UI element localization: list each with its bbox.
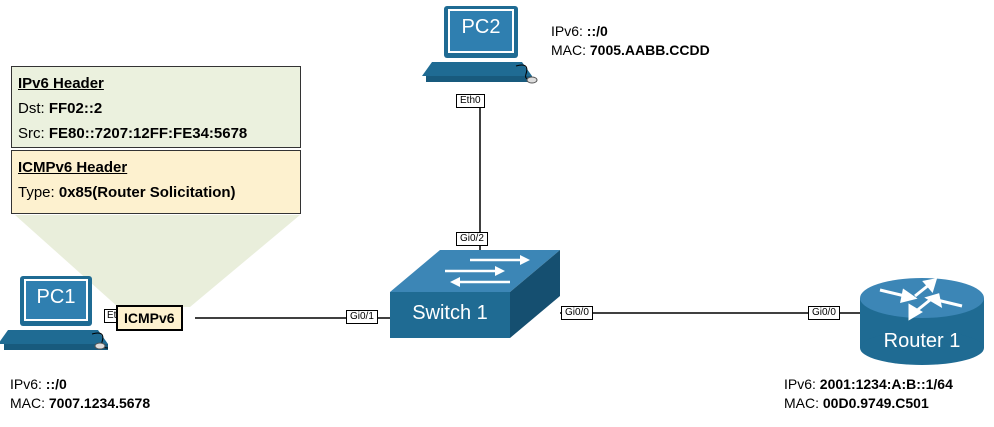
- pc2-info: IPv6: ::/0 MAC: 7005.AABB.CCDD: [551, 22, 710, 60]
- ipv6-dst-label: Dst:: [18, 100, 45, 117]
- pc2-ipv6-value: ::/0: [586, 23, 608, 39]
- switch-port-gi00: Gi0/0: [561, 306, 593, 320]
- router-ipv6-row: IPv6: 2001:1234:A:B::1/64: [784, 375, 953, 394]
- switch-port-gi01: Gi0/1: [346, 310, 378, 324]
- ipv6-header-title: IPv6 Header: [18, 75, 104, 92]
- callout-cone: [15, 215, 300, 307]
- switch-label[interactable]: Switch 1: [412, 302, 488, 324]
- pc1-label[interactable]: PC1: [36, 286, 76, 308]
- pc2-label[interactable]: PC2: [461, 16, 501, 38]
- router-info: IPv6: 2001:1234:A:B::1/64 MAC: 00D0.9749…: [784, 375, 953, 413]
- ipv6-src-row: Src: FE80::7207:12FF:FE34:5678: [18, 121, 294, 146]
- router-label[interactable]: Router 1: [883, 330, 961, 352]
- router-mac-row: MAC: 00D0.9749.C501: [784, 394, 953, 413]
- pc1-mac-row: MAC: 7007.1234.5678: [10, 394, 150, 413]
- pc1-icon: [0, 276, 109, 350]
- icmpv6-header-box: ICMPv6 Header Type: 0x85(Router Solicita…: [11, 150, 301, 214]
- ipv6-dst-value: FF02::2: [48, 100, 103, 117]
- icmpv6-header-title: ICMPv6 Header: [18, 159, 128, 176]
- switch-port-gi02: Gi0/2: [456, 232, 488, 246]
- icmpv6-type-value: 0x85(Router Solicitation): [58, 184, 236, 201]
- pc2-ipv6-label: IPv6:: [551, 23, 583, 39]
- ipv6-src-label: Src:: [18, 125, 45, 142]
- pc2-mac-row: MAC: 7005.AABB.CCDD: [551, 41, 710, 60]
- pc2-icon: [422, 6, 538, 84]
- pc1-mac-label: MAC:: [10, 395, 45, 411]
- ipv6-src-value: FE80::7207:12FF:FE34:5678: [48, 125, 248, 142]
- ipv6-dst-row: Dst: FF02::2: [18, 96, 294, 121]
- pc1-ipv6-label: IPv6:: [10, 376, 42, 392]
- icmpv6-type-label: Type:: [18, 184, 55, 201]
- pc1-mac-value: 7007.1234.5678: [48, 395, 151, 411]
- pc1-ipv6-value: ::/0: [45, 376, 67, 392]
- router-ipv6-value: 2001:1234:A:B::1/64: [819, 376, 953, 392]
- icmpv6-packet[interactable]: ICMPv6: [116, 305, 183, 331]
- router-mac-value: 00D0.9749.C501: [822, 395, 929, 411]
- pc1-info: IPv6: ::/0 MAC: 7007.1234.5678: [10, 375, 150, 413]
- pc2-mac-value: 7005.AABB.CCDD: [589, 42, 710, 58]
- pc2-ipv6-row: IPv6: ::/0: [551, 22, 710, 41]
- router-mac-label: MAC:: [784, 395, 819, 411]
- switch-icon: [390, 250, 560, 338]
- ipv6-header-box: IPv6 Header Dst: FF02::2 Src: FE80::7207…: [11, 66, 301, 148]
- router-icon: [860, 278, 984, 365]
- pc2-port-eth0: Eth0: [456, 94, 485, 108]
- router-port-gi00: Gi0/0: [808, 306, 840, 320]
- icmpv6-type-row: Type: 0x85(Router Solicitation): [18, 180, 294, 205]
- pc1-ipv6-row: IPv6: ::/0: [10, 375, 150, 394]
- pc2-mac-label: MAC:: [551, 42, 586, 58]
- router-ipv6-label: IPv6:: [784, 376, 816, 392]
